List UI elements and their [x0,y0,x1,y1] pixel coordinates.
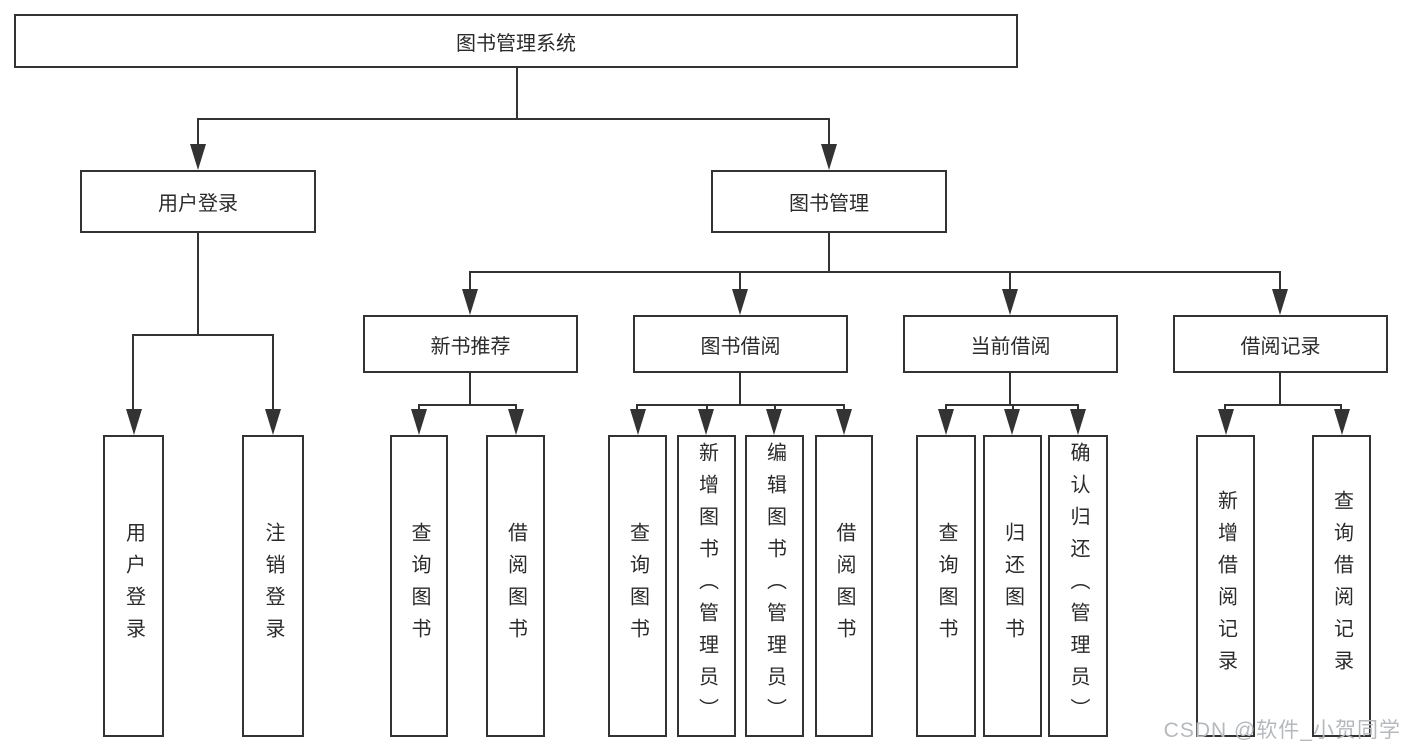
leaf-label: 归还图书 [1001,522,1024,650]
connector-line [828,120,830,148]
leaf-label: 借阅图书 [833,522,855,650]
connector-line [1279,273,1281,291]
connector-line [828,233,830,273]
connector-line [197,118,830,120]
node-new-book-recommend: 新书推荐 [363,315,578,373]
csdn-watermark: CSDN @软件_小贺同学 [1163,719,1401,742]
arrowhead-icon [126,409,142,435]
leaf-label: 用户登录 [122,522,145,650]
leaf-add-borrow-record: 新增借阅记录 [1196,435,1255,737]
leaf-label: 借阅图书 [504,522,527,650]
leaf-label: 查询图书 [408,522,430,650]
leaf-query-books-1: 查询图书 [390,435,448,737]
connector-line [739,373,741,406]
node-library-system: 图书管理系统 [14,14,1018,68]
connector-line [469,271,1281,273]
connector-line [132,334,274,336]
arrowhead-icon [1218,409,1234,435]
connector-line [469,373,471,406]
leaf-logout-login: 注销登录 [242,435,304,737]
arrowhead-icon [265,409,281,435]
arrowhead-icon [1070,409,1086,435]
arrowhead-icon [766,409,782,435]
arrowhead-icon [1002,289,1018,315]
leaf-label: 确认归还（管理员） [1067,442,1089,730]
connector-line [132,336,134,412]
leaf-label: 新增图书（管理员） [695,442,718,730]
connector-line [272,336,274,412]
leaf-return-books: 归还图书 [983,435,1042,737]
arrowhead-icon [836,409,852,435]
leaf-confirm-return-admin: 确认归还（管理员） [1048,435,1108,737]
arrowhead-icon [411,409,427,435]
arrowhead-icon [1004,409,1020,435]
connector-line [197,120,199,148]
arrowhead-icon [732,289,748,315]
arrowhead-icon [630,409,646,435]
node-book-management: 图书管理 [711,170,947,233]
leaf-label: 新增借阅记录 [1214,490,1237,682]
connector-line [636,404,845,406]
arrowhead-icon [698,409,714,435]
connector-line [1224,404,1342,406]
leaf-user-login: 用户登录 [103,435,164,737]
leaf-label: 注销登录 [262,522,284,650]
connector-line [197,233,199,336]
leaf-label: 查询借阅记录 [1330,490,1353,682]
arrowhead-icon [821,144,837,170]
leaf-label: 编辑图书（管理员） [763,442,786,730]
leaf-borrow-books-1: 借阅图书 [486,435,545,737]
node-user-login: 用户登录 [80,170,316,233]
connector-line [1279,373,1281,406]
node-current-borrow: 当前借阅 [903,315,1118,373]
leaf-query-books-3: 查询图书 [916,435,976,737]
leaf-edit-books-admin: 编辑图书（管理员） [745,435,804,737]
leaf-label: 查询图书 [935,522,957,650]
leaf-query-borrow-record: 查询借阅记录 [1312,435,1371,737]
leaf-borrow-books-2: 借阅图书 [815,435,873,737]
connector-line [739,273,741,291]
arrowhead-icon [508,409,524,435]
arrowhead-icon [1272,289,1288,315]
arrowhead-icon [190,144,206,170]
node-borrow-records: 借阅记录 [1173,315,1388,373]
connector-line [418,404,517,406]
connector-line [1009,373,1011,406]
leaf-add-books-admin: 新增图书（管理员） [677,435,736,737]
connector-line [516,68,518,120]
arrowhead-icon [462,289,478,315]
arrowhead-icon [1334,409,1350,435]
connector-line [469,273,471,291]
node-book-borrow: 图书借阅 [633,315,848,373]
leaf-query-books-2: 查询图书 [608,435,667,737]
arrowhead-icon [938,409,954,435]
leaf-label: 查询图书 [626,522,649,650]
connector-line [1009,273,1011,291]
